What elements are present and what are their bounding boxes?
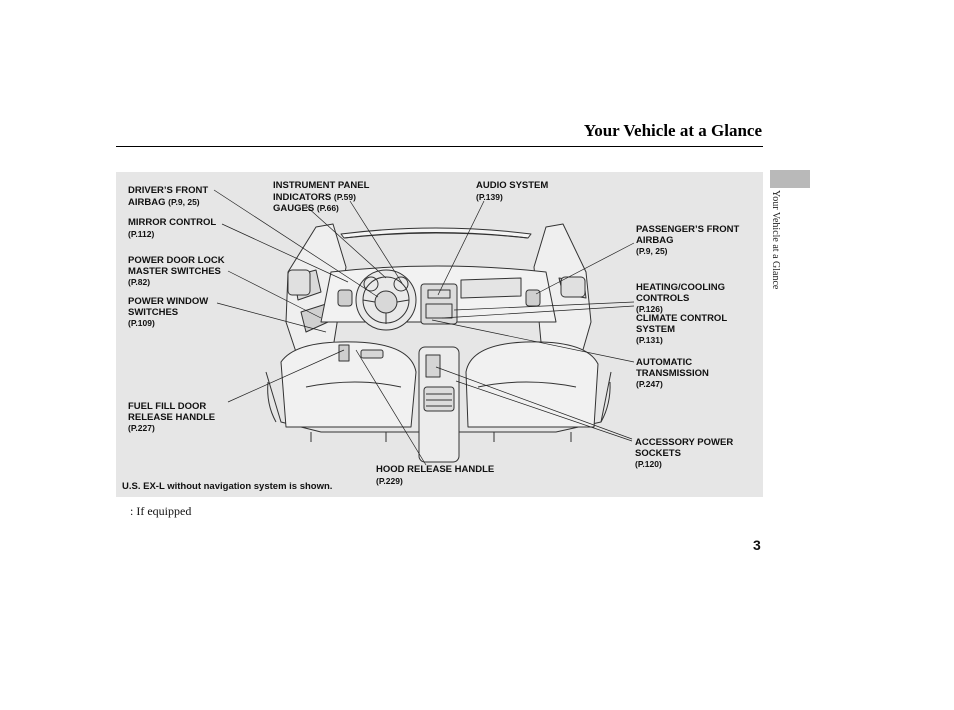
title-rule (116, 146, 763, 147)
callout-automatic-transmission: AUTOMATIC TRANSMISSION (P.247) (636, 357, 709, 389)
callout-fuel-fill-door: FUEL FILL DOOR RELEASE HANDLE (P.227) (128, 401, 216, 433)
page-ref[interactable]: (P.82) (128, 277, 151, 287)
page-ref[interactable]: (P.66) (316, 203, 339, 213)
interior-illustration (213, 189, 635, 466)
section-tab[interactable] (770, 170, 810, 188)
page-ref[interactable]: (P.120) (635, 459, 662, 469)
page-ref[interactable]: (P.139) (476, 191, 503, 202)
callout-heating-cooling: HEATING/COOLING CONTROLS (P.126) (636, 282, 726, 314)
if-equipped-footnote: : If equipped (130, 504, 192, 518)
callout-power-door-lock: POWER DOOR LOCK MASTER SWITCHES (P.82) (128, 255, 225, 287)
section-tab-label: Your Vehicle at a Glance (770, 190, 781, 290)
page-ref[interactable]: (P.9, 25) (168, 196, 200, 207)
callout-drivers-front-airbag: DRIVER’S FRONT AIRBAG (P.9, 25) (128, 185, 209, 208)
callout-climate-control: CLIMATE CONTROL SYSTEM (P.131) (636, 313, 728, 345)
callout-mirror-control: MIRROR CONTROL (P.112) (128, 217, 217, 239)
page-ref[interactable]: (P.131) (636, 335, 663, 345)
section-tab-label-wrap: Your Vehicle at a Glance (770, 190, 782, 320)
page-ref[interactable]: (P.109) (128, 318, 155, 328)
page-ref[interactable]: (P.59) (333, 191, 356, 202)
model-shown-note: U.S. EX-L without navigation system is s… (122, 481, 333, 492)
page-ref[interactable]: (P.112) (128, 228, 155, 239)
callout-power-window: POWER WINDOW SWITCHES (P.109) (128, 296, 209, 328)
page-ref[interactable]: (P.229) (376, 475, 403, 486)
page-ref[interactable]: (P.126) (636, 304, 663, 314)
page-ref[interactable]: (P.227) (128, 423, 155, 433)
callout-instrument-panel: INSTRUMENT PANEL INDICATORS (P.59) GAUGE… (273, 180, 370, 214)
page-number: 3 (753, 537, 761, 553)
page-ref[interactable]: (P.9, 25) (636, 246, 668, 256)
callout-hood-release: HOOD RELEASE HANDLE (P.229) (376, 464, 495, 486)
callout-audio-system: AUDIO SYSTEM (P.139) (476, 180, 549, 202)
page-ref[interactable]: (P.247) (636, 379, 663, 389)
callout-accessory-power-sockets: ACCESSORY POWER SOCKETS (P.120) (635, 437, 734, 469)
page-title: Your Vehicle at a Glance (583, 121, 762, 140)
callout-passengers-front-airbag: PASSENGER’S FRONT AIRBAG (P.9, 25) (636, 224, 740, 256)
vehicle-diagram-panel: DRIVER’S FRONT AIRBAG (P.9, 25) MIRROR C… (116, 172, 763, 497)
